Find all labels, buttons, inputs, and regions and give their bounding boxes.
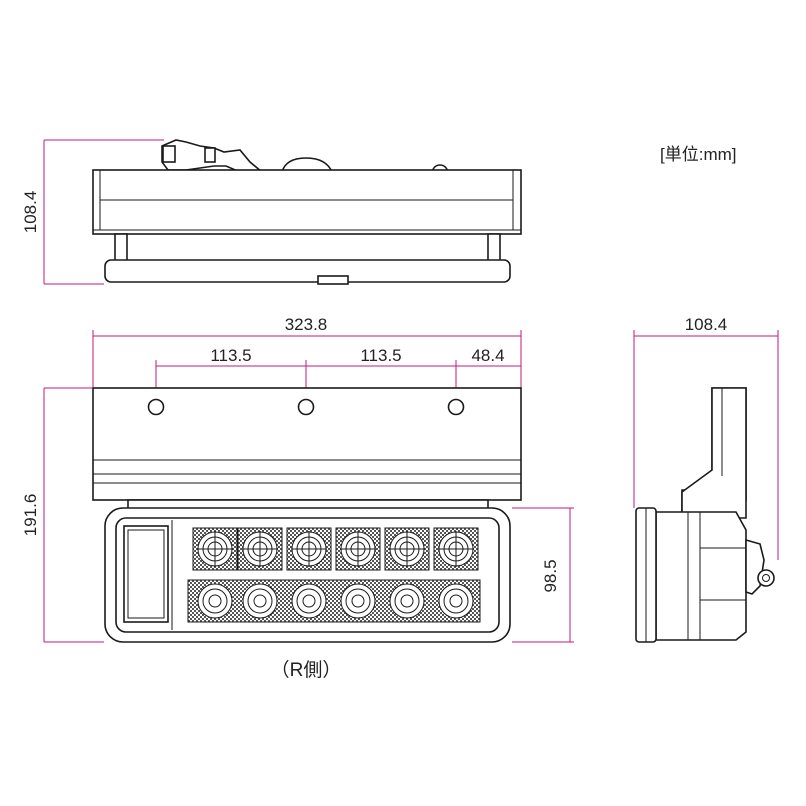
side-connector-ring-inner <box>762 574 770 582</box>
side-view: 108.4 <box>633 315 779 643</box>
led-cell-top <box>286 527 332 571</box>
led-cell-top <box>192 527 238 571</box>
front-view: 323.8 113.5 113.5 48.4 <box>92 315 522 643</box>
dim-top-height-label: 108.4 <box>21 191 40 234</box>
reflector-window <box>123 525 169 623</box>
unit-note: [単位:mm] <box>660 145 737 164</box>
side-bracket-outline <box>681 387 747 519</box>
top-post-right <box>487 233 501 263</box>
reflector-window-inner <box>127 529 165 619</box>
top-lens <box>104 259 511 283</box>
connector-clip <box>204 147 216 163</box>
led-cell-bottom <box>242 583 278 619</box>
led-cell-bottom <box>389 583 425 619</box>
mount-hole-2 <box>297 398 315 416</box>
dim-pitch1-label: 113.5 <box>210 346 251 365</box>
mount-hole-1 <box>147 398 165 416</box>
led-cell-bottom <box>197 583 233 619</box>
dim-edge-label: 48.4 <box>471 346 504 365</box>
top-body <box>92 169 522 235</box>
led-bottom-row <box>197 583 474 619</box>
led-cell-top <box>335 527 381 571</box>
dim-overall-height: 191.6 <box>21 387 104 643</box>
led-cell-top <box>384 527 430 571</box>
dim-overall-height-label: 191.6 <box>21 494 40 537</box>
side-connector <box>745 538 765 595</box>
top-post-left <box>114 233 128 263</box>
dim-lens-height: 98.5 <box>512 507 574 643</box>
mount-hole-3 <box>447 398 465 416</box>
top-bump <box>280 157 334 173</box>
top-view <box>92 139 522 285</box>
led-cell-top <box>237 527 283 571</box>
side-connector-ring <box>757 569 775 587</box>
led-cell-bottom <box>438 583 474 619</box>
top-lens-tab <box>317 275 349 285</box>
dim-pitch2-label: 113.5 <box>360 346 401 365</box>
led-cell-bottom <box>291 583 327 619</box>
dim-top-height: 108.4 <box>21 139 164 285</box>
dim-width-label: 323.8 <box>285 315 328 334</box>
led-cell-top <box>433 527 479 571</box>
led-top-row <box>192 527 479 571</box>
dim-side-depth-label: 108.4 <box>685 315 728 334</box>
led-bottom-panel <box>187 579 481 623</box>
led-cell-bottom <box>340 583 376 619</box>
dim-lens-height-label: 98.5 <box>541 559 560 592</box>
side-housing <box>655 511 747 641</box>
connector-housing <box>162 145 176 163</box>
caption-r-side: （R側） <box>271 659 342 681</box>
